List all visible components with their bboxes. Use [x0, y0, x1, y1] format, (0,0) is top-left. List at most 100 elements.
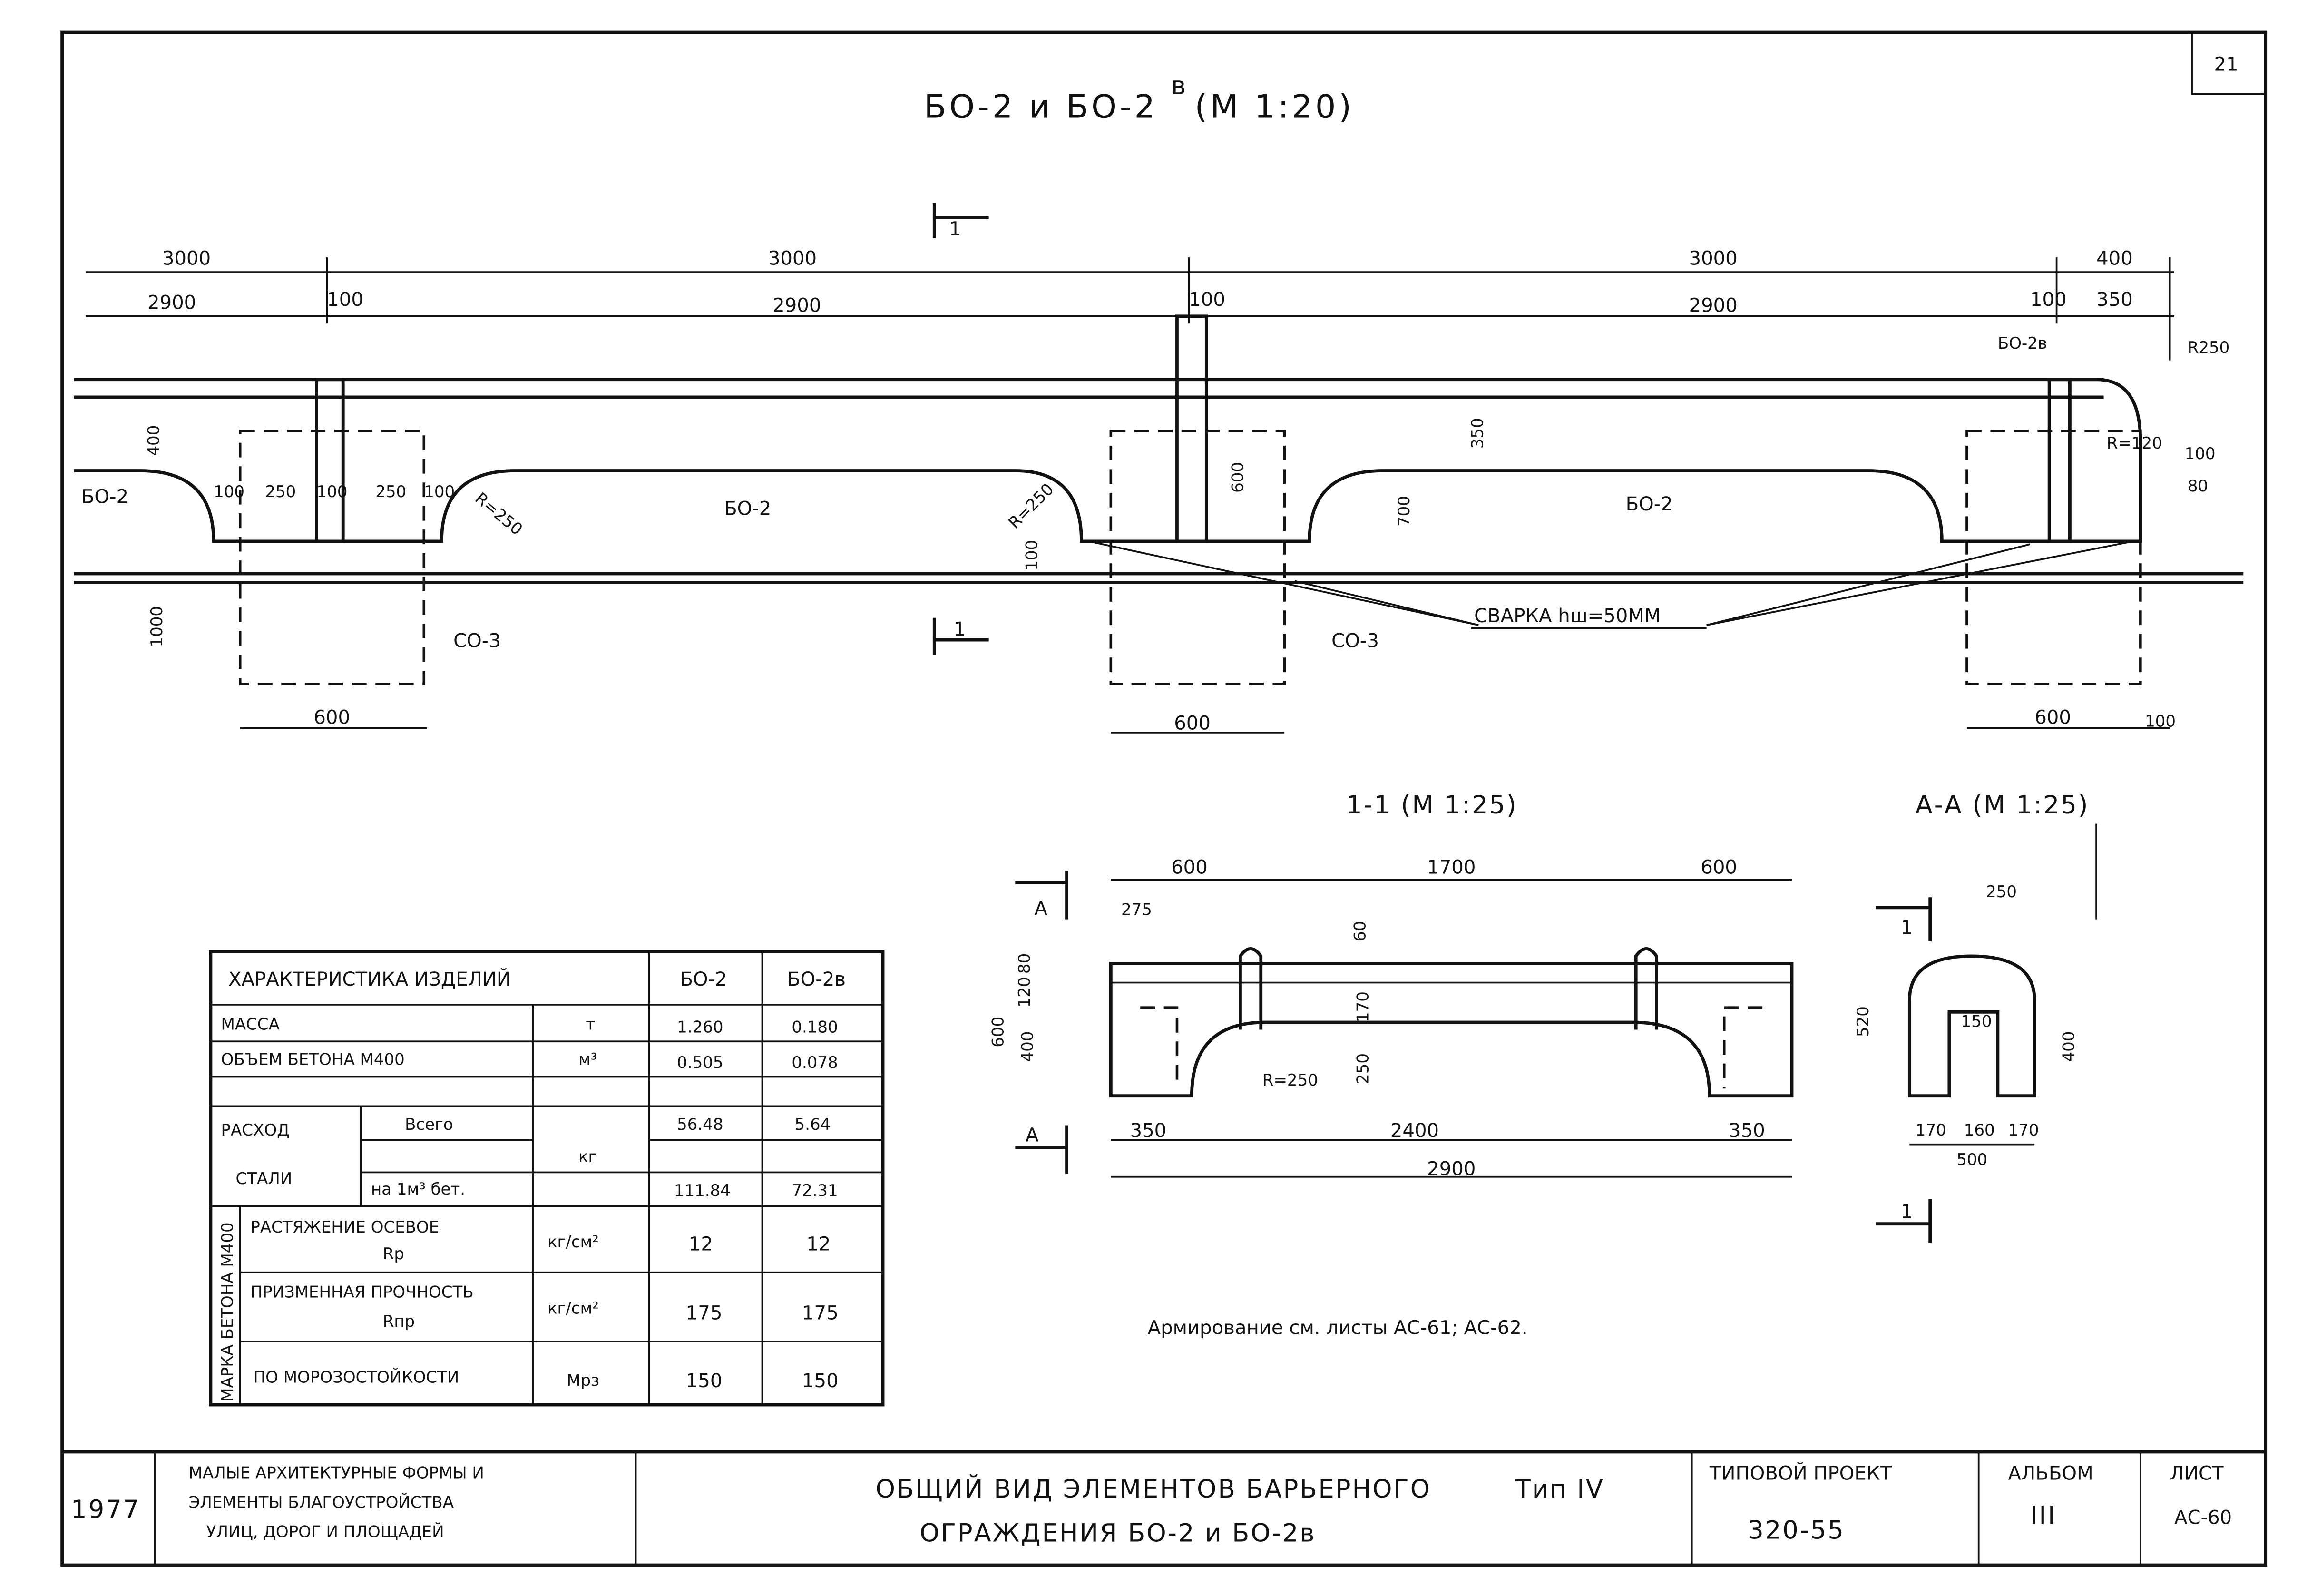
drawing-label: 150	[802, 1370, 839, 1392]
drawing-label: 3000	[768, 248, 817, 270]
drawing-label: ОБЪЕМ БЕТОНА М400	[221, 1050, 405, 1069]
drawing-label: МАРКА БЕТОНА М400	[218, 1222, 237, 1402]
drawing-label: СО-3	[1331, 630, 1379, 652]
drawing-label: 100	[424, 482, 455, 501]
drawing-label: 160	[1964, 1121, 1995, 1140]
drawing-label: R=250	[471, 489, 526, 539]
drawing-label: 400	[2096, 248, 2133, 270]
drawing-label: Rр	[383, 1244, 404, 1263]
drawing-label: 120	[1015, 977, 1034, 1008]
drawing-label: 170	[1916, 1121, 1946, 1140]
drawing-label: 175	[802, 1302, 839, 1324]
drawing-label: 0.180	[792, 1018, 838, 1037]
drawing-label: 1.260	[677, 1018, 723, 1037]
drawing-label: ЭЛЕМЕНТЫ БЛАГОУСТРОЙСТВА	[189, 1492, 454, 1512]
drawing-label: 2900	[772, 295, 821, 317]
drawing-label: 250	[375, 482, 406, 501]
drawing-label: 5.64	[795, 1115, 831, 1134]
drawing-label: Всего	[405, 1115, 453, 1134]
drawing-label: УЛИЦ, ДОРОГ И ПЛОЩАДЕЙ	[206, 1522, 444, 1541]
drawing-label: 1977	[71, 1495, 140, 1524]
reinforcement-note: Армирование см. листы АС-61; АС-62.	[1148, 1317, 1528, 1339]
drawing-label: 1-1 (М 1:25)	[1346, 791, 1518, 820]
drawing-label: кг/см²	[547, 1233, 599, 1252]
drawing-label: 520	[1854, 1006, 1873, 1037]
drawing-label: 72.31	[792, 1181, 838, 1200]
drawing-label: 600	[989, 1017, 1008, 1048]
drawing-label: 100	[2145, 712, 2176, 731]
drawing-label: БО-2в	[1998, 334, 2047, 353]
drawing-label: 600	[1229, 462, 1248, 493]
drawing-label: БО-2	[724, 498, 771, 519]
drawing-label: БО-2 и БО-2	[924, 88, 1158, 126]
drawing-label: 56.48	[677, 1115, 723, 1134]
drawing-label: III	[2030, 1501, 2057, 1530]
drawing-label: 500	[1956, 1150, 1987, 1169]
drawing-label: 600	[1701, 857, 1737, 879]
drawing-label: 600	[313, 706, 350, 728]
drawing-label: 3000	[162, 248, 211, 270]
drawing-label: 1	[1901, 1201, 1913, 1223]
drawing-label: 12	[806, 1233, 831, 1255]
drawing-label: ХАРАКТЕРИСТИКА ИЗДЕЛИЙ	[228, 968, 511, 990]
drawing-label: 100	[214, 482, 244, 501]
drawing-label: 1	[949, 218, 961, 240]
drawing-label: А-А (М 1:25)	[1916, 791, 2090, 820]
drawing-label: 12	[689, 1233, 713, 1255]
drawing-label: кг	[578, 1147, 596, 1166]
drawing-label: 100	[2185, 444, 2216, 463]
drawing-label: 150	[686, 1370, 723, 1392]
drawing-label: кг/см²	[547, 1299, 599, 1318]
drawing-label: на 1м³ бет.	[371, 1180, 465, 1199]
drawing-label: ПО МОРОЗОСТОЙКОСТИ	[254, 1368, 459, 1387]
drawing-label: 320-55	[1748, 1516, 1845, 1545]
drawing-label: 60	[1350, 921, 1369, 941]
drawing-label: 100	[327, 289, 363, 311]
drawing-label: БО-2в	[787, 969, 846, 990]
drawing-label: РАСТЯЖЕНИЕ ОСЕВОЕ	[250, 1218, 439, 1237]
sheet-corner-box	[2191, 31, 2267, 95]
drawing-label: ЛИСТ	[2170, 1463, 2224, 1485]
drawing-label: 600	[1171, 857, 1208, 879]
drawing-label: 1	[1901, 917, 1913, 939]
drawing-label: АС-60	[2174, 1507, 2232, 1528]
drawing-label: 170	[1353, 991, 1372, 1022]
drawing-label: СТАЛИ	[235, 1169, 292, 1188]
drawing-label: ТИПОВОЙ ПРОЕКТ	[1709, 1462, 1892, 1485]
drawing-label: 400	[2060, 1031, 2079, 1062]
drawing-label: ПРИЗМЕННАЯ ПРОЧНОСТЬ	[250, 1283, 473, 1302]
drawing-label: 400	[145, 425, 164, 456]
drawing-label: 150	[1961, 1012, 1992, 1031]
drawing-label: 2900	[1689, 295, 1738, 317]
title-block: 1977 МАЛЫЕ АРХИТЕКТУРНЫЕ ФОРМЫ И ЭЛЕМЕНТ…	[62, 1450, 2266, 1566]
drawing-label: 400	[1018, 1031, 1037, 1062]
drawing-label: R250	[2188, 338, 2230, 357]
drawing-label: т	[586, 1015, 595, 1034]
drawing-label: в	[1171, 71, 1187, 100]
drawing-label: 350	[1729, 1120, 1765, 1142]
drawing-label: 700	[1395, 496, 1414, 527]
drawing-label: м³	[578, 1050, 597, 1069]
drawing-label: R=120	[2107, 434, 2162, 453]
characteristics-table: ХАРАКТЕРИСТИКА ИЗДЕЛИЙ БО-2 БО-2в МАССА …	[209, 950, 885, 1407]
drawing-label: 275	[1121, 900, 1152, 919]
drawing-label: 1	[953, 618, 966, 640]
section-1-1: 1-1 (М 1:25) 600 1700 600 275 60 80 120 …	[989, 791, 1794, 1180]
drawing-label: 100	[317, 482, 348, 501]
drawing-label: Мрз	[567, 1371, 599, 1390]
drawing-label: 80	[2188, 477, 2208, 496]
drawing-title: БО-2 и БО-2 в (М 1:20)	[924, 71, 1351, 126]
drawing-label: 350	[1130, 1120, 1167, 1142]
drawing-label: БО-2	[1626, 493, 1673, 515]
drawing-label: Тип IV	[1515, 1475, 1604, 1504]
drawing-label: А	[1026, 1125, 1039, 1146]
drawing-label: РАСХОД	[221, 1121, 290, 1140]
drawing-label: 2400	[1390, 1120, 1439, 1142]
drawing-label: 80	[1015, 953, 1034, 974]
drawing-label: 3000	[1689, 248, 1738, 270]
drawing-label: R=250	[1262, 1071, 1318, 1090]
drawing-label: 600	[1174, 713, 1211, 734]
drawing-label: АЛЬБОМ	[2008, 1463, 2093, 1485]
drawing-label: 1000	[147, 606, 166, 647]
drawing-label: ОБЩИЙ ВИД ЭЛЕМЕНТОВ БАРЬЕРНОГО	[876, 1474, 1432, 1504]
